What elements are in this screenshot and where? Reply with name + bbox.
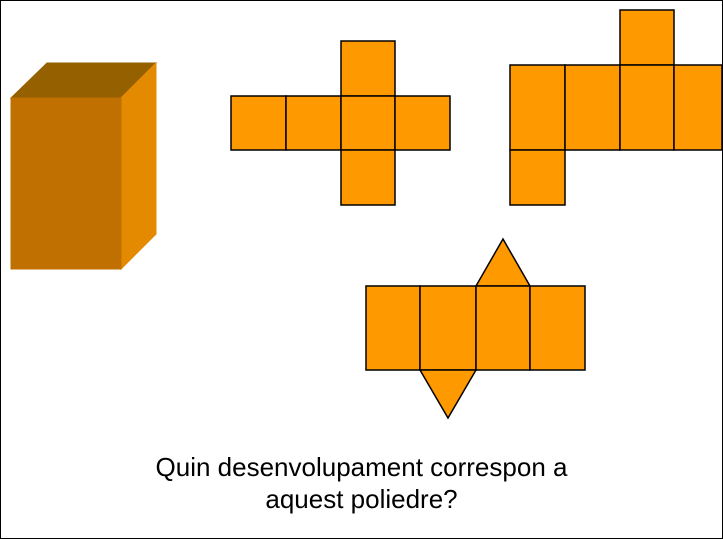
net-square [230,95,287,151]
net-square [340,149,396,206]
prism-front-face [10,97,122,270]
question-text: Quin desenvolupament correspon a aquest … [0,451,723,515]
net-option-triangular [365,237,586,420]
net-rectangle [619,64,675,151]
net-square [340,40,396,97]
net-rectangle [529,285,586,371]
net-rectangle [673,64,723,151]
net-square [394,95,451,151]
net-rectangle [475,285,531,371]
net-option-rectangles [509,9,723,206]
question-line-1: Quin desenvolupament correspon a [155,452,568,482]
net-rectangle [365,285,421,371]
net-triangle [418,369,478,420]
net-rectangle [509,64,566,151]
question-line-2: aquest poliedre? [265,484,458,514]
net-triangle [474,237,532,287]
net-square [509,149,566,206]
net-square [340,95,396,151]
net-square [285,95,342,151]
net-rectangle [564,64,621,151]
rectangular-prism [9,61,158,271]
prism-side-face [120,61,157,271]
net-square [619,9,675,66]
net-rectangle [419,285,477,371]
net-option-cross [230,40,451,206]
